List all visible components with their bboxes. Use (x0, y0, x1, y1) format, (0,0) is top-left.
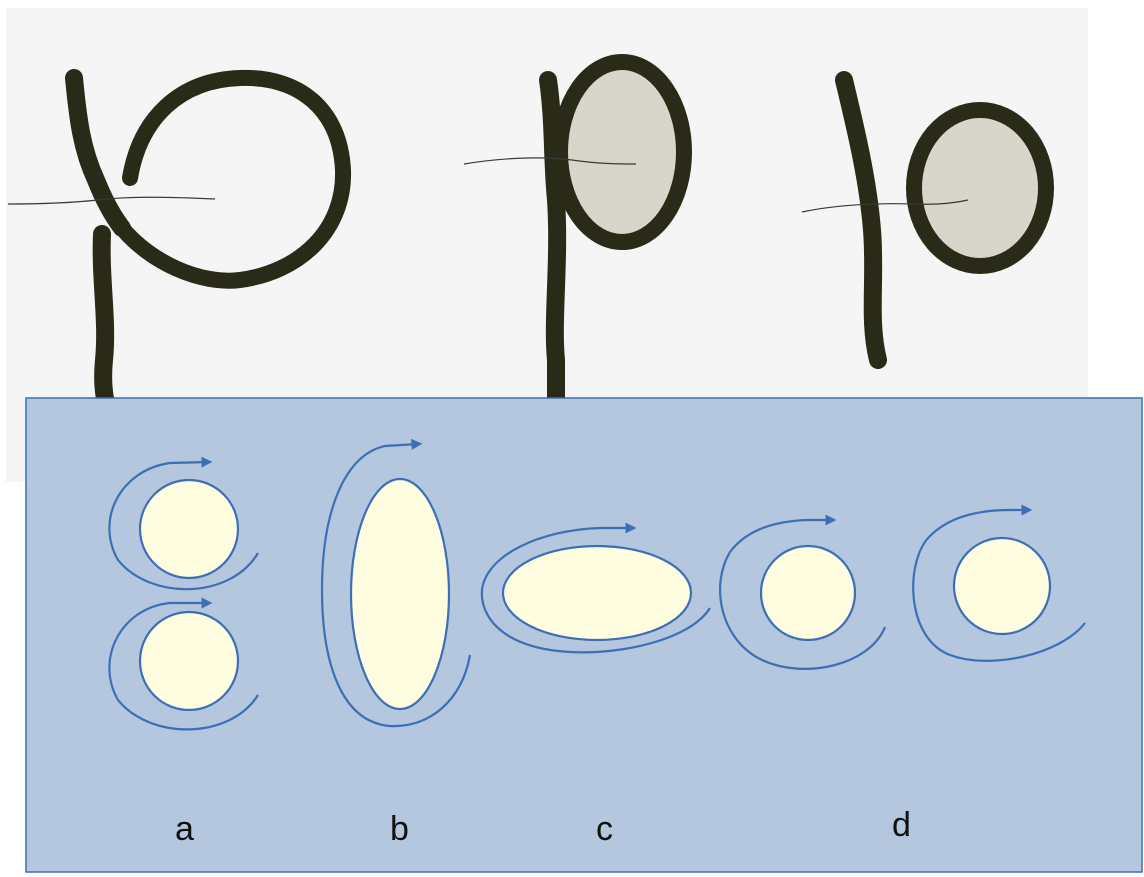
label-a: a (175, 810, 194, 848)
bottom-panel: a b c d (26, 398, 1142, 872)
sketch-2-stroke (548, 80, 557, 400)
label-c: c (596, 810, 613, 848)
label-b: b (390, 810, 409, 848)
a-lower-nucleus (140, 612, 238, 710)
label-d: d (892, 806, 911, 844)
b-nucleus (351, 479, 449, 709)
c-nucleus (503, 546, 691, 640)
d-right-nucleus (954, 538, 1050, 634)
a-upper-nucleus (140, 480, 238, 578)
d-left-nucleus (761, 546, 855, 640)
sketch-1-stroke-lower (102, 234, 106, 402)
